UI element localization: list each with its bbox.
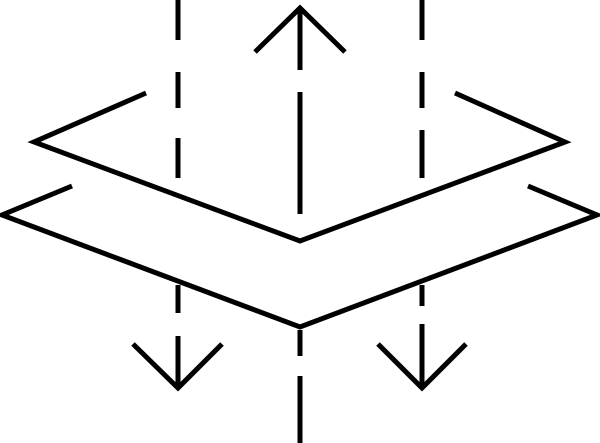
up-arrow [253, 4, 347, 214]
up-arrow-head [253, 4, 347, 54]
down-arrow-left-head [131, 342, 224, 392]
upper-plate-outline [27, 90, 572, 244]
down-arrow-right [376, 285, 468, 392]
upper-plate [27, 90, 572, 244]
lower-plate-outline [0, 183, 600, 330]
lower-plate [0, 183, 600, 330]
down-arrow-left [131, 285, 224, 392]
down-arrow-right-head [376, 342, 468, 392]
